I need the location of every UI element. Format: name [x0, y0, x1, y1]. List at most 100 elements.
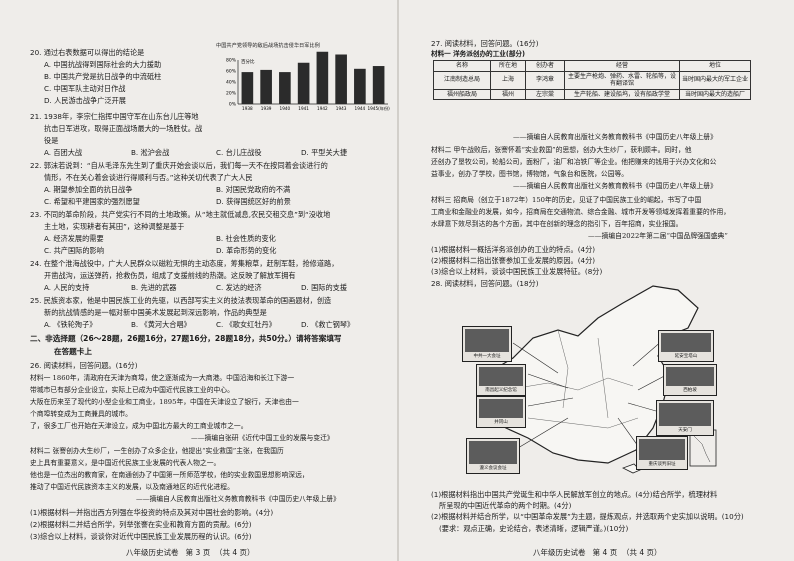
q22-option-d: D. 获得国统区好的前景 — [216, 197, 291, 206]
q26-question-2: (2)根据材料二并结合所学，列举张謇在实业和教育方面的贡献。(6分) — [30, 520, 252, 529]
x-tick-label: 1939 — [261, 106, 272, 111]
table-header-row: 名称 所在地 创办者 经营 地位 — [433, 60, 751, 72]
table-header: 所在地 — [490, 60, 526, 72]
map-inset-photo: 天安门 — [656, 400, 714, 436]
footer-total: （共 4 页） — [214, 548, 255, 557]
q26-m1-source: ——摘编自张研《近代中国工业的发展与变迁》 — [191, 434, 334, 442]
x-tick-label: 1945(年份) — [367, 105, 390, 112]
map-inset-caption: 西柏坡 — [683, 388, 697, 393]
q21-line2: 抗击日军进攻，取得正面战场最大的一场胜仗。战 — [44, 124, 203, 133]
q20-stem: 20. 通过右表数据可以得出的结论是 — [30, 48, 145, 57]
q21-option-a: A. 百团大战 — [44, 148, 83, 157]
map-inset-caption: 天安门 — [678, 428, 692, 433]
q24-line2: 开凿战沟，运送弹药，抢救伤员，组成了支援前线的热潮。这反映了解放军拥有 — [44, 271, 296, 280]
q27-m2-line3: 益事业，创办了学校，图书馆，博物馆，气象台和医院，公园等。 — [431, 170, 629, 178]
q27-m3-line3: 水肆意下效尽到达的各个方面，其中在创新的理念的指引下，百年招商，实业报国。 — [431, 220, 683, 228]
x-tick-label: 1941 — [298, 106, 309, 111]
q26-m1-line3: 大阪在历来至了现代的小型企业和工商业，1895年，中国在天津设立了银行，天津也由… — [30, 398, 299, 406]
table-cell: 福州 — [490, 88, 526, 100]
table-cell: 主要生产枪炮、弹药、水雷、轮船等，设有翻译馆 — [564, 70, 680, 90]
chart-bar — [354, 68, 366, 104]
y-tick-label: 60% — [226, 69, 237, 75]
q25-option-d: D. 《救亡钢琴》 — [301, 320, 355, 329]
x-tick-label: 1943 — [336, 106, 347, 111]
q27-m2-source: ——摘编自人民教育出版社义务教育教科书《中国历史八年级上册》 — [513, 182, 717, 190]
q26-m2-line3: 他也是一位杰出的教育家，在南通创办了中国第一所师范学校，他的实业救国思想影响深远… — [30, 471, 309, 479]
map-inset-photo: 井冈山 — [476, 396, 526, 428]
footer-page: 第 3 页 — [185, 548, 211, 557]
map-inset-caption: 南昌起义纪念馆 — [485, 388, 517, 393]
q22-option-b: B. 对国民党政府的不满 — [216, 185, 291, 194]
page-fold — [397, 0, 399, 561]
map-inset-photo: 重庆谈判旧址 — [636, 436, 688, 470]
q24-option-a: A. 人民的支持 — [44, 283, 90, 292]
q25-option-c: C. 《歌女红牡丹》 — [216, 320, 276, 329]
q22-option-c: C. 希望和平建国家的强烈愿望 — [44, 197, 140, 206]
q21-option-c: C. 台儿庄战役 — [216, 148, 262, 157]
q26-m2-line1: 材料二 张謇创办大生纱厂，一生创办了众多企业，他提出“实业救国”主张，在我国历 — [30, 447, 284, 455]
q20-option-b: B. 中国共产党是抗日战争的中流砥柱 — [44, 72, 162, 81]
chart-bar — [316, 51, 329, 104]
q20-option-a: A. 中国抗战得到国际社会的大力援助 — [44, 60, 162, 69]
map-inset-photo: 延安宝塔山 — [658, 330, 714, 362]
footer-page: 第 4 页 — [592, 548, 618, 557]
footer-title: 八年级历史试卷 — [533, 548, 586, 557]
chart-bar — [297, 62, 310, 104]
q26-m2-line4: 推动了中国近代民族资本主义的发展，以及南通地区的近代化进程。 — [30, 483, 234, 491]
q22-line1: 22. 郭沫若说到：“自从毛泽东先生到了重庆开始会谈以后，我们每一天不在按同着会… — [30, 161, 328, 170]
enterprise-table: 名称 所在地 创办者 经营 地位 江南制造总局 上海 李鸿章 主要生产枪炮、弹药… — [433, 60, 751, 100]
chart-bar — [372, 66, 385, 104]
table-cell: 当时国内最大的军工企业 — [679, 70, 751, 90]
q27-m1-source: ——摘编自人民教育出版社义务教育教科书《中国历史八年级上册》 — [513, 133, 717, 141]
map-inset-caption: 延安宝塔山 — [674, 354, 698, 359]
q22-option-a: A. 期望参加全面的抗日战争 — [44, 185, 133, 194]
q22-line2: 情形，不在关心着会谈进行得顺利与否。”这种关切代表了广大人民 — [44, 173, 253, 182]
map-inset-caption: 重庆谈判旧址 — [648, 462, 676, 467]
q21-option-b: B. 淞沪会战 — [131, 148, 170, 157]
chart-bar — [241, 72, 254, 104]
footer-total: （共 4 页） — [621, 548, 662, 557]
chart-title: 中国共产党领导的敌后战场抗击侵华日军比例 — [216, 43, 320, 49]
table-header: 名称 — [433, 60, 491, 72]
q27-question-1: (1)根据材料一概括洋务派创办的工业的特点。(4分) — [431, 245, 596, 254]
right-page: 27. 阅读材料，回答问题。(16分) 材料一 洋务派创办的工业(部分) 名称 … — [403, 0, 788, 561]
china-map: 中共一大会址 南昌起义纪念馆 井冈山 遵义会议会址 延安宝塔山 西柏坡 天安门 … — [458, 278, 723, 478]
q26-question-1: (1)根据材料一并指出西方列强在华投资的特点及其对中国社会的影响。(4分) — [30, 508, 274, 517]
map-inset-caption: 中共一大会址 — [473, 354, 501, 359]
chart-bar — [279, 72, 291, 104]
q23-option-d: D. 革命形势的变化 — [216, 246, 277, 255]
q26-m2-source: ——摘编自人民教育出版社义务教育教科书《中国历史八年级上册》 — [136, 495, 340, 503]
q24-line1: 24. 在整个淮海战役中，广大人民群众以磁粒无惧的主动态度，筹集粮草，赶制军鞋，… — [30, 259, 339, 268]
q23-line2: 主土地，实现耕者有其田”，这种调整是基于 — [44, 222, 185, 231]
q23-option-c: C. 共产国际的影响 — [44, 246, 104, 255]
x-tick-label: 1938 — [242, 106, 253, 111]
y-tick-label: 80% — [226, 58, 237, 64]
q28-title: 28. 阅读材料，回答问题。(18分) — [431, 279, 539, 288]
q27-m3-source: ——摘编自2022年第二届“中国品牌强国盛典” — [588, 232, 728, 240]
q23-option-b: B. 社会性质的变化 — [216, 234, 276, 243]
right-footer: 八年级历史试卷 第 4 页 （共 4 页） — [533, 547, 662, 558]
q26-title: 26. 阅读材料，回答问题。(16分) — [30, 361, 138, 370]
chart-bar — [335, 54, 347, 104]
map-inset-photo: 中共一大会址 — [462, 326, 512, 362]
q28-question-1: (1)根据材料指出中国共产党诞生和中华人民解放军创立的地点。(4分)结合所学，梳… — [431, 490, 718, 499]
q21-line1: 21. 1938年，李宗仁指挥中国守军在山东台儿庄等地 — [30, 112, 199, 121]
table-cell: 上海 — [490, 70, 526, 90]
y-unit-label: 百分比 — [241, 58, 255, 65]
map-inset-caption: 遵义会议会址 — [479, 466, 507, 471]
q28-question-2: (2)根据材料并结合所学，以“中国革命发展”为主题，提炼观点，并选取两个史实加以… — [431, 512, 744, 521]
y-tick-label: 20% — [226, 91, 237, 97]
table-cell: 李鸿章 — [525, 70, 565, 90]
q27-m3-line1: 材料三 招商局（创立于1872年）150年的历史，见证了中国民族工业的崛起，书写… — [431, 196, 702, 204]
table-cell: 江南制造总局 — [433, 70, 491, 90]
q26-m1-line2: 带城市已有部分企业设立，实际上已成为中国近代民族工业的中心。 — [30, 386, 234, 394]
table-header: 地位 — [679, 60, 751, 72]
q27-question-3: (3)综合以上材料，谈谈中国民族工业发展特征。(8分) — [431, 267, 603, 276]
q20-option-d: D. 人民游击战争广泛开展 — [44, 96, 126, 105]
q21-line3: 役是 — [44, 136, 59, 145]
x-tick-label: 1944 — [355, 106, 366, 111]
q27-m2-line2: 还创办了垦牧公司，轮船公司，面粉厂，油厂和冶铁厂等企业。他把赚来的钱用于兴办文化… — [431, 158, 717, 166]
china-outline — [477, 285, 717, 474]
q23-option-a: A. 经济发展的需要 — [44, 234, 104, 243]
